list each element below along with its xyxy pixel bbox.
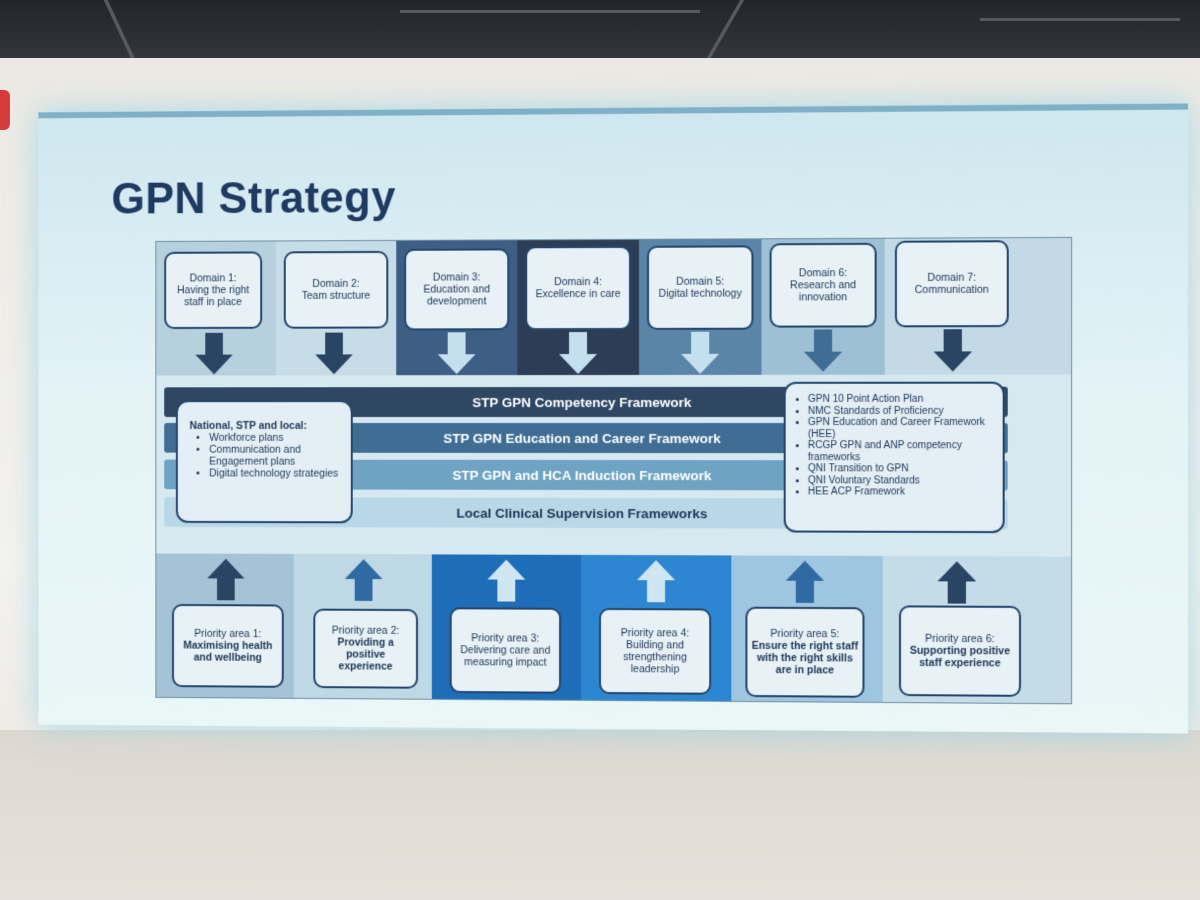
domain-box-1: Domain 1:Having the right staff in place: [164, 251, 263, 329]
domain-text: Excellence in care: [535, 287, 621, 301]
priority-box-1: Priority area 1:Maximising health and we…: [171, 603, 284, 688]
domain-label: Domain 7:: [927, 271, 977, 284]
domain-label: Domain 4:: [554, 276, 602, 289]
list-item: NMC Standards of Proficiency: [808, 405, 995, 417]
priority-box-3: Priority area 3:Delivering care and meas…: [449, 607, 562, 694]
priority-label: Priority area 5:: [770, 627, 840, 641]
slide: GPN Strategy Domain 1:Having the right s…: [38, 103, 1189, 734]
list-item: QNI Transition to GPN: [808, 463, 995, 475]
down-arrow-icon: [559, 332, 598, 375]
domain-text: Digital technology: [658, 287, 742, 300]
priority-text: Supporting positive staff experience: [909, 644, 1011, 670]
domain-text: Education and development: [423, 283, 490, 308]
priority-label: Priority area 6:: [925, 632, 995, 646]
list-item: HEE ACP Framework: [808, 486, 995, 498]
priority-box-2: Priority area 2:Providing a positive exp…: [313, 608, 418, 689]
domain-text: Research and innovation: [790, 279, 857, 304]
priority-text: Delivering care and measuring impact: [460, 644, 551, 669]
priority-label: Priority area 1:: [194, 627, 262, 641]
priority-text: Ensure the right staff with the right sk…: [751, 639, 859, 677]
domain-text: Team structure: [301, 289, 371, 302]
plans-list: Workforce plans Communication and Engage…: [190, 432, 341, 480]
domain-label: Domain 1:: [189, 272, 237, 285]
priority-label: Priority area 3:: [471, 632, 540, 645]
down-arrow-icon: [315, 332, 353, 375]
red-sign-edge: [0, 90, 10, 130]
domain-label: Domain 2:: [312, 277, 360, 290]
list-item: RCGP GPN and ANP competency frameworks: [808, 440, 995, 463]
list-item: GPN 10 Point Action Plan: [808, 394, 995, 406]
domain-box-2: Domain 2:Team structure: [283, 250, 389, 329]
up-arrow-icon: [785, 560, 825, 604]
priority-label: Priority area 4:: [620, 627, 690, 640]
slide-title: GPN Strategy: [111, 173, 396, 224]
list-item: Digital technology strategies: [209, 468, 341, 480]
up-arrow-icon: [937, 561, 977, 604]
national-stp-local-box: National, STP and local: Workforce plans…: [175, 400, 353, 524]
domain-text: Having the right staff in place: [177, 284, 250, 309]
down-arrow-icon: [195, 332, 233, 375]
side-box-heading: National, STP and local:: [189, 419, 307, 432]
strategy-diagram: Domain 1:Having the right staff in place…: [155, 236, 1073, 705]
down-arrow-icon: [803, 329, 843, 372]
priority-box-4: Priority area 4:Building and strengtheni…: [599, 607, 712, 695]
standards-frameworks-box: GPN 10 Point Action Plan NMC Standards o…: [783, 381, 1005, 534]
domain-label: Domain 6:: [798, 267, 848, 280]
down-arrow-icon: [681, 331, 720, 374]
ceiling-beam: [980, 18, 1180, 21]
standards-list: GPN 10 Point Action Plan NMC Standards o…: [788, 394, 995, 499]
list-item: Workforce plans: [209, 432, 341, 444]
ceiling-beam: [400, 10, 700, 13]
priority-box-6: Priority area 6:Supporting positive staf…: [898, 605, 1022, 697]
priority-box-5: Priority area 5:Ensure the right staff w…: [745, 606, 865, 698]
domain-box-7: Domain 7:Communication: [894, 240, 1009, 328]
domain-box-4: Domain 4:Excellence in care: [525, 245, 632, 331]
priority-label: Priority area 2:: [331, 624, 400, 637]
up-arrow-icon: [487, 559, 526, 602]
priority-text: Providing a positive experience: [337, 636, 394, 673]
screen-lower-area: [0, 730, 1200, 900]
domain-box-5: Domain 5:Digital technology: [647, 245, 754, 330]
up-arrow-icon: [637, 560, 676, 603]
up-arrow-icon: [344, 559, 383, 601]
down-arrow-icon: [437, 332, 476, 375]
domain-label: Domain 3:: [432, 271, 481, 284]
list-item: Communication and Engagement plans: [209, 444, 341, 468]
up-arrow-icon: [207, 558, 245, 601]
down-arrow-icon: [933, 329, 973, 372]
priority-text: Building and strengthening leadership: [623, 639, 687, 676]
domain-text: Communication: [914, 283, 989, 297]
domain-box-3: Domain 3:Education and development: [404, 248, 510, 331]
priority-text: Maximising health and wellbeing: [183, 639, 273, 664]
list-item: QNI Voluntary Standards: [808, 475, 995, 487]
domain-box-6: Domain 6:Research and innovation: [769, 242, 877, 328]
domain-label: Domain 5:: [676, 275, 725, 288]
list-item: GPN Education and Career Framework (HEE): [808, 417, 995, 440]
